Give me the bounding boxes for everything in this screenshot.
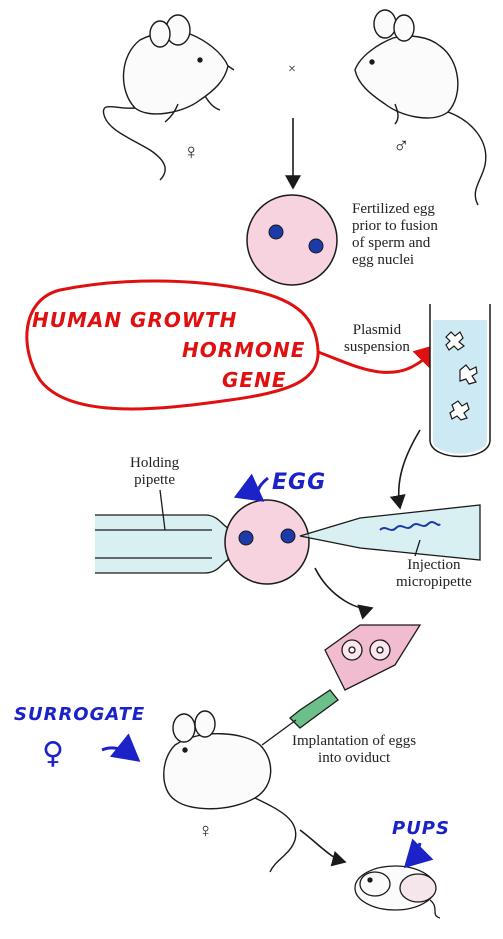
surrogate-annotation: SURROGATE (14, 704, 145, 725)
arrow-to-micropipette (399, 430, 420, 508)
cross-symbol: × (288, 61, 296, 78)
arrow-to-implantation (315, 568, 372, 609)
surrogate-female-annotation: ♀ (42, 738, 65, 770)
implantation-label: Implantation of eggs into oviduct (292, 733, 416, 767)
pups-illustration (355, 866, 440, 918)
holding-pipette (95, 490, 228, 573)
plasmid-suspension-label: Plasmid suspension (344, 322, 410, 356)
injection-micropipette-label: Injection micropipette (396, 557, 472, 591)
holding-pipette-label: Holding pipette (130, 455, 179, 489)
gene-annotation: HUMAN GROWTH HORMONE GENE (32, 305, 305, 395)
surrogate-female-symbol: ♀ (198, 820, 213, 842)
plasmid-test-tube (430, 304, 490, 457)
female-mouse-illustration (103, 15, 234, 180)
male-symbol: ♂ (393, 134, 410, 158)
arrow-to-pups (300, 830, 345, 862)
pups-annotation: PUPS (392, 818, 450, 839)
implantation-syringe (262, 625, 420, 745)
female-symbol: ♀ (183, 140, 200, 164)
fertilized-egg (247, 195, 337, 285)
egg-annotation: EGG (272, 470, 326, 495)
male-mouse-illustration (355, 10, 486, 205)
injection-micropipette (300, 505, 480, 560)
fertilized-egg-label: Fertilized egg prior to fusion of sperm … (352, 201, 438, 269)
egg-being-injected (225, 500, 309, 584)
